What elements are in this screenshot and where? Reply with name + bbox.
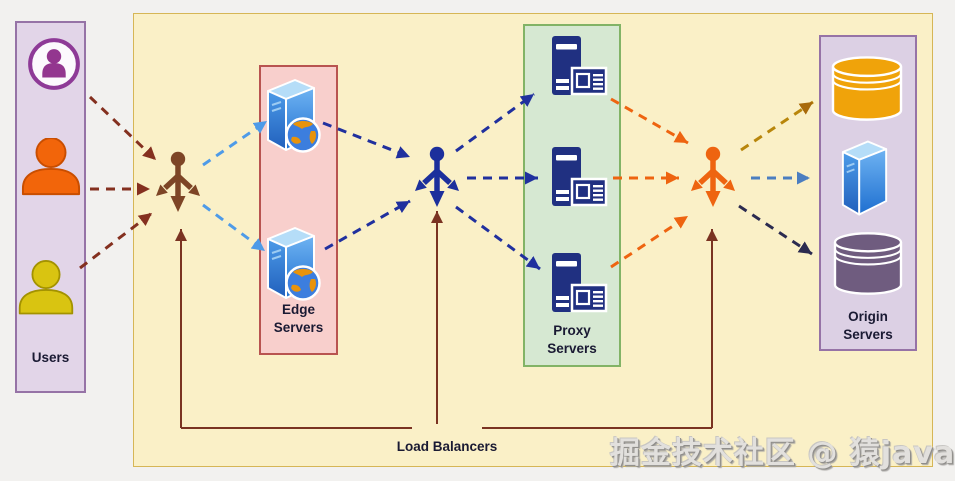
proxy-servers-label: Proxy Servers — [547, 323, 597, 356]
edge-servers-label: Edge Servers — [273, 302, 324, 335]
load-balancer-1-icon — [148, 150, 208, 220]
load-balancer-2-icon — [407, 145, 467, 215]
proxy-server-icon-1 — [550, 35, 608, 99]
database-purple-icon — [830, 231, 906, 297]
proxy-server-icon-3 — [550, 252, 608, 316]
origin-servers-label: Origin Servers — [843, 309, 893, 342]
proxy-server-icon-2 — [550, 146, 608, 210]
user-circle-icon — [27, 37, 81, 91]
edge-server-globe-icon-1 — [264, 74, 322, 154]
watermark-text: 掘金技术社区 @ 猿java — [610, 436, 955, 471]
user-yellow-icon — [17, 258, 75, 320]
origin-server-tower-icon — [840, 136, 890, 220]
edge-server-globe-icon-2 — [264, 222, 322, 302]
database-orange-icon — [830, 55, 904, 123]
users-label: Users — [31, 350, 70, 365]
load-balancers-label: Load Balancers — [396, 439, 498, 454]
user-orange-icon — [20, 138, 82, 198]
load-balancer-3-icon — [683, 145, 743, 215]
